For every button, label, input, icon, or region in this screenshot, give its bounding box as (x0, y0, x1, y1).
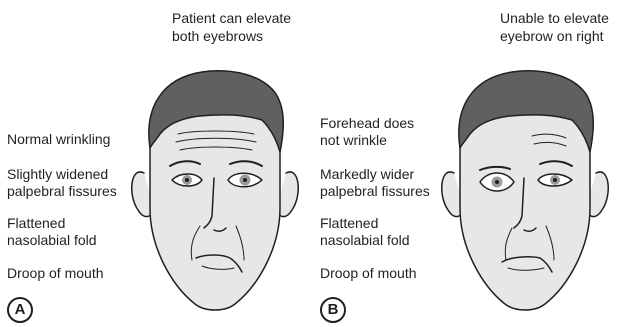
label-b-fold-line1: Flattened (320, 215, 378, 232)
label-b-mouth: Droop of mouth (320, 265, 417, 282)
label-b-wrinkle-line1: Forehead does (320, 115, 414, 132)
caption-a-line1: Patient can elevate (172, 10, 291, 27)
face-illustration-b (440, 48, 610, 320)
face-a (132, 71, 299, 310)
caption-b-line2: eyebrow on right (500, 28, 604, 45)
label-b-wrinkle-line2: not wrinkle (320, 132, 387, 149)
caption-b-line1: Unable to elevate (500, 10, 609, 27)
label-a-fold-line1: Flattened (7, 215, 65, 232)
label-b-fold-line2: nasolabial fold (320, 232, 410, 249)
panel-letter-a: A (7, 297, 33, 323)
label-a-wrinkling: Normal wrinkling (7, 131, 110, 148)
label-b-fissure-line1: Markedly wider (320, 166, 414, 183)
face-illustration-a (130, 48, 300, 320)
label-b-fissure-line2: palpebral fissures (320, 183, 430, 200)
panel-letter-b: B (320, 297, 346, 323)
label-a-fissure-line1: Slightly widened (7, 166, 108, 183)
label-a-mouth: Droop of mouth (7, 265, 104, 282)
label-a-fold-line2: nasolabial fold (7, 232, 97, 249)
caption-a-line2: both eyebrows (172, 28, 263, 45)
face-b (442, 71, 609, 310)
label-a-fissure-line2: palpebral fissures (7, 183, 117, 200)
